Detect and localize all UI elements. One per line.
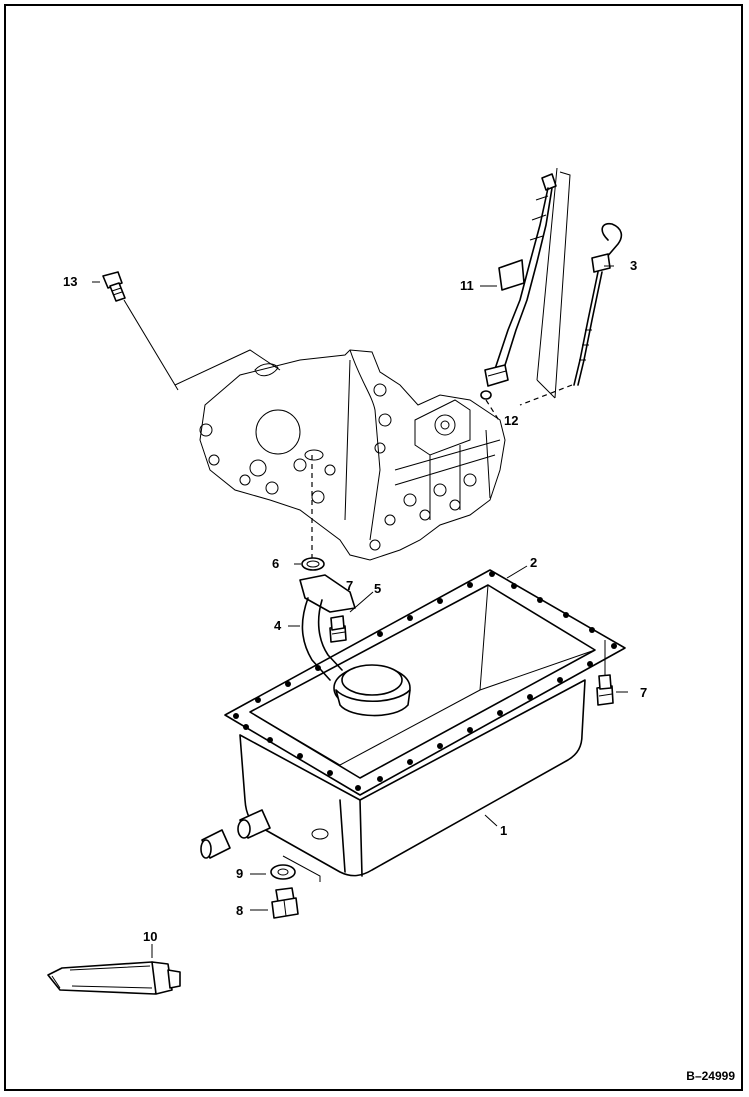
callout-8: 8 xyxy=(236,903,244,918)
o-ring-12 xyxy=(480,390,501,423)
callout-5: 5 xyxy=(374,581,382,596)
callout-4: 4 xyxy=(274,618,282,633)
callout-7-upper: 7 xyxy=(346,578,354,593)
callout-10: 10 xyxy=(143,929,158,944)
block-port xyxy=(304,449,324,461)
engine-block xyxy=(199,349,506,561)
drain-fitting xyxy=(200,809,271,859)
bolt-7 xyxy=(596,640,614,706)
callout-7-right: 7 xyxy=(640,685,648,700)
callout-13: 13 xyxy=(63,274,78,289)
figure-reference-code: B–24999 xyxy=(686,1069,735,1083)
oil-pan-1 xyxy=(224,569,626,877)
callout-11: 11 xyxy=(460,278,474,293)
callout-1: 1 xyxy=(500,823,508,838)
flange-bolt-holes xyxy=(233,571,617,791)
o-ring-6 xyxy=(301,557,325,571)
dipstick-tube-11 xyxy=(484,167,571,399)
callout-6: 6 xyxy=(272,556,280,571)
dipstick-3 xyxy=(519,222,623,406)
sealant-tube-10 xyxy=(47,961,181,995)
drain-plug-8 xyxy=(271,887,299,919)
leader-lines xyxy=(92,265,628,958)
diagram-frame xyxy=(4,4,743,1091)
callout-3: 3 xyxy=(630,258,638,273)
callout-9: 9 xyxy=(236,866,244,881)
callout-12: 12 xyxy=(504,413,519,428)
washer-9 xyxy=(270,855,321,882)
oil-strainer-4 xyxy=(299,574,411,717)
cap-screw-13 xyxy=(102,271,281,391)
callout-2: 2 xyxy=(530,555,538,570)
bolt-5 xyxy=(329,615,347,643)
